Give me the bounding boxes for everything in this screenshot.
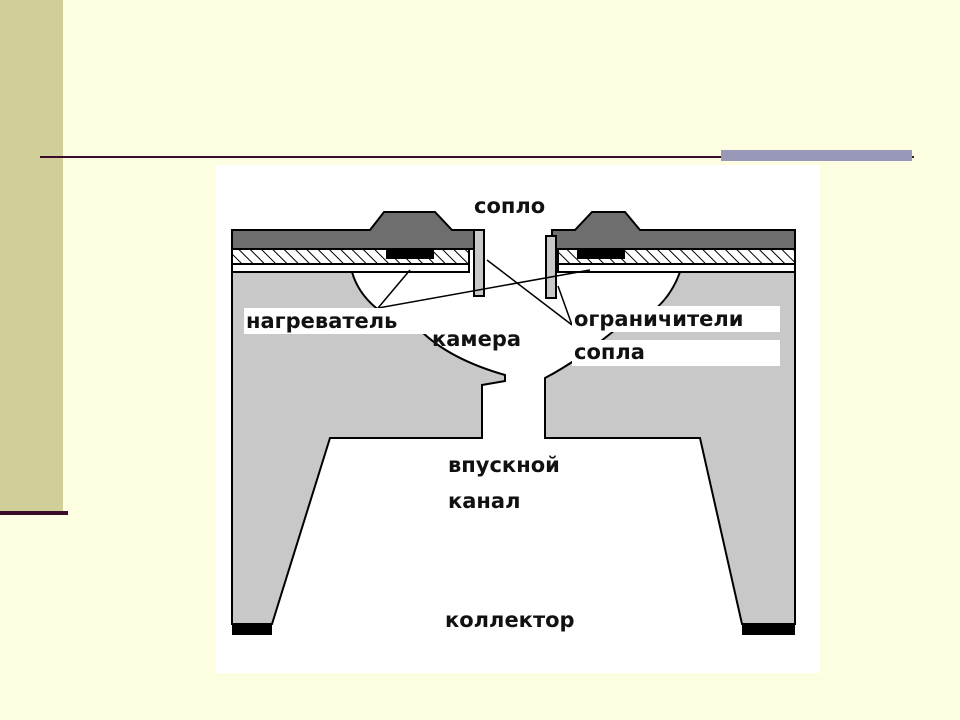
limiters-label2-bg xyxy=(572,340,780,366)
inlet-label-line1: впускной xyxy=(448,453,560,477)
right-white-layer xyxy=(557,263,796,273)
left-band-underline xyxy=(0,511,68,515)
inlet-label-line2: канал xyxy=(448,489,521,513)
chamber-label: камера xyxy=(432,327,521,351)
title-divider xyxy=(40,156,914,158)
limiters-label-bg xyxy=(572,306,780,332)
left-nozzle-limiter xyxy=(473,229,485,297)
right-collector-foot xyxy=(742,624,795,635)
left-collector-foot xyxy=(232,624,272,635)
heater-label: нагреватель xyxy=(246,309,397,333)
left-sidebar-band xyxy=(0,0,63,513)
heater-label-bg xyxy=(244,308,434,334)
collector-label: коллектор xyxy=(445,608,575,632)
limiters-label-line1: ограничители xyxy=(574,307,743,331)
title-divider-accent xyxy=(721,150,912,161)
right-heater-element xyxy=(577,248,625,259)
left-heater-element xyxy=(386,248,434,259)
nozzle-label: сопло xyxy=(474,194,545,218)
limiter-pointer-right xyxy=(557,285,573,326)
heater-pointer-right xyxy=(377,269,591,309)
limiters-label-line2: сопла xyxy=(574,340,645,364)
heater-pointer-left xyxy=(377,269,411,309)
limiter-pointer-left xyxy=(486,259,573,326)
left-top-layer xyxy=(231,211,476,250)
left-substrate xyxy=(231,271,506,625)
left-white-layer xyxy=(231,263,470,273)
right-nozzle-limiter xyxy=(545,235,557,299)
right-top-layer xyxy=(551,211,796,250)
